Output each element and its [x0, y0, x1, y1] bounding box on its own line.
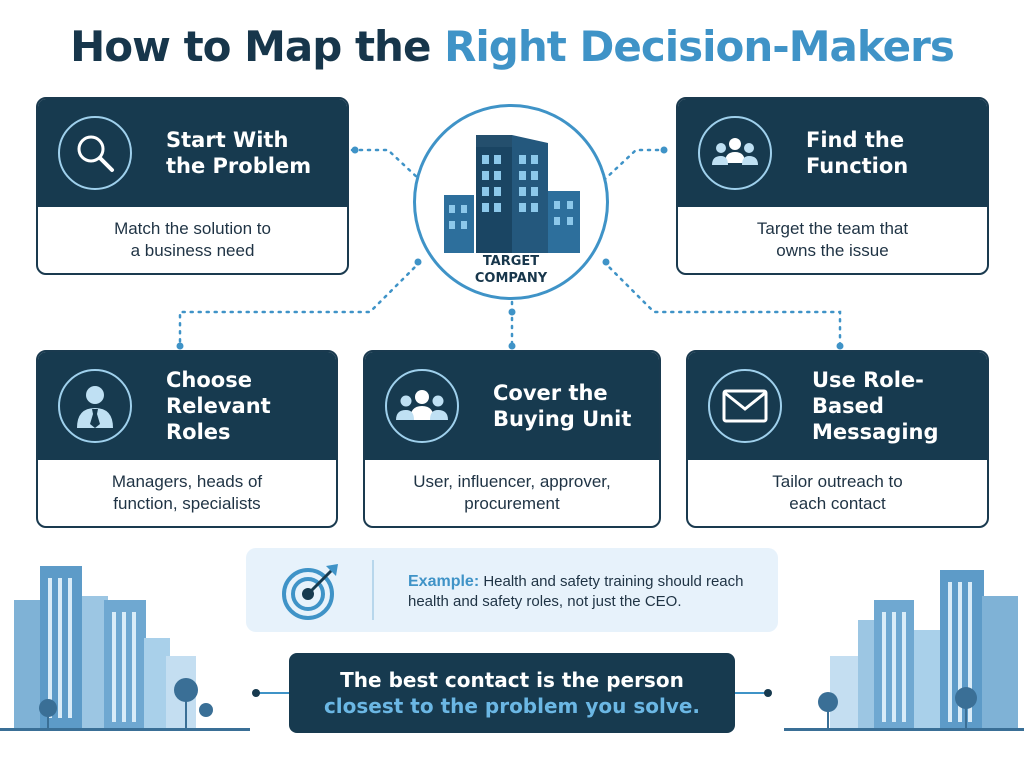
step-title: Cover the Buying Unit	[493, 381, 632, 431]
envelope-icon	[708, 369, 782, 443]
step-card-buying-unit: Cover the Buying Unit User, influencer, …	[363, 350, 661, 528]
step-description: Target the team that owns the issue	[756, 219, 909, 260]
takeaway-line2: closest to the problem you solve.	[323, 694, 701, 718]
step-description: Managers, heads of function, specialists	[111, 472, 263, 513]
step-card-choose-roles: Choose Relevant Roles Managers, heads of…	[36, 350, 338, 528]
connector-start-problem	[350, 148, 422, 182]
example-label: Example:	[408, 573, 480, 590]
title-accent: Right Decision-Makers	[444, 22, 955, 71]
target-company-node: TARGET COMPANY	[413, 104, 609, 300]
target-label-line1: TARGET	[482, 254, 540, 269]
office-buildings-icon	[444, 135, 580, 253]
step-card-header: Find the Function	[678, 99, 987, 207]
example-text: Example: Health and safety training shou…	[408, 572, 768, 612]
target-company-label: TARGET COMPANY	[416, 253, 606, 287]
title-main: How to Map the	[70, 22, 431, 71]
left-skyline-illustration	[0, 566, 250, 731]
target-arrow-icon	[282, 564, 338, 620]
connector-messaging	[602, 260, 842, 350]
takeaway-line1: The best contact is the person	[340, 668, 684, 692]
page-title: How to Map the Right Decision-Makers	[0, 22, 1024, 71]
example-line1: Health and safety training should reach	[483, 573, 744, 590]
step-description: Match the solution to a business need	[114, 219, 271, 260]
example-line2: health and safety roles, not just the CE…	[408, 593, 682, 610]
step-description: User, influencer, approver, procurement	[413, 472, 611, 513]
step-card-header: Start With the Problem	[38, 99, 347, 207]
team-icon	[698, 116, 772, 190]
person-with-tie-icon	[58, 369, 132, 443]
step-card-header: Choose Relevant Roles	[38, 352, 336, 460]
step-title: Choose Relevant Roles	[166, 368, 271, 444]
takeaway-banner: The best contact is the person closest t…	[289, 653, 735, 733]
step-card-header: Cover the Buying Unit	[365, 352, 659, 460]
example-divider	[372, 560, 374, 620]
target-label-line2: COMPANY	[474, 271, 548, 286]
group-icon	[385, 369, 459, 443]
step-card-start-with-problem: Start With the Problem Match the solutio…	[36, 97, 349, 275]
magnifying-glass-icon	[58, 116, 132, 190]
step-card-header: Use Role-Based Messaging	[688, 352, 987, 460]
step-title: Start With the Problem	[166, 128, 312, 178]
right-skyline-illustration	[784, 570, 1024, 731]
step-description: Tailor outreach to each contact	[772, 472, 903, 513]
example-callout: Example: Health and safety training shou…	[246, 548, 778, 632]
step-card-find-function: Find the Function Target the team that o…	[676, 97, 989, 275]
step-title: Use Role-Based Messaging	[812, 368, 939, 444]
step-card-role-based-messaging: Use Role-Based Messaging Tailor outreach…	[686, 350, 989, 528]
step-title: Find the Function	[806, 128, 909, 178]
connector-find-function	[602, 148, 668, 182]
